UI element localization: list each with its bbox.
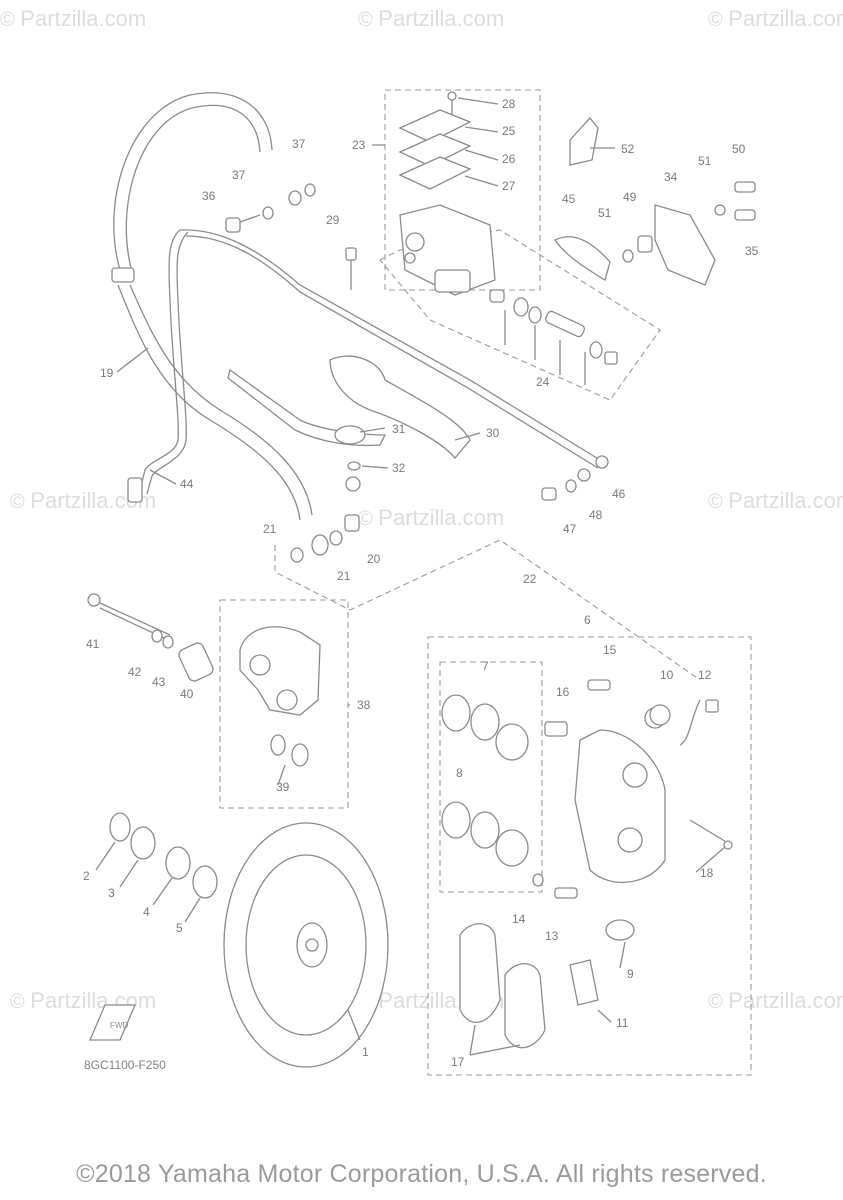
callout-label: 17	[451, 1055, 465, 1069]
callout-label: 7	[482, 659, 489, 673]
callout-label: 14	[512, 912, 526, 926]
brake-pads	[459, 923, 546, 1049]
callout-label: 1	[362, 1045, 369, 1059]
callout-label: 12	[698, 668, 712, 682]
caliper-bracket-box	[219, 599, 349, 809]
nut	[577, 468, 591, 482]
washer	[347, 461, 361, 471]
callout-label: 26	[502, 152, 516, 166]
callout-label: 51	[598, 206, 612, 220]
callout-label: 35	[745, 244, 759, 258]
callout-label: 32	[392, 461, 406, 475]
washer	[345, 476, 361, 492]
callout-label: 44	[180, 477, 194, 491]
callout-label: 2	[83, 869, 90, 883]
diagram-code: 8GC1100-F250	[84, 1058, 166, 1072]
callout-label: 4	[143, 905, 150, 919]
bracket-leader	[274, 539, 701, 681]
master-cylinder-body	[399, 204, 496, 296]
piston-kit	[489, 289, 618, 385]
watermark: © Partzilla.com	[708, 988, 843, 1013]
callout-label: 37	[232, 168, 246, 182]
callout-label: 15	[603, 643, 617, 657]
callout-label: 45	[562, 192, 576, 206]
master-cylinder-leader	[379, 229, 661, 401]
callout-leaders	[95, 97, 726, 1056]
brake-cable	[127, 229, 601, 503]
spacers	[109, 812, 218, 899]
copyright-notice: ©2018 Yamaha Motor Corporation, U.S.A. A…	[76, 1160, 767, 1188]
callout-label: 52	[621, 142, 635, 156]
callout-label: 10	[660, 668, 674, 682]
callout-label: 48	[589, 508, 603, 522]
callout-label: 22	[523, 572, 537, 586]
callouts: 1 2 3 4 5 6 7 8 9 10 11 12 13 14 15 16 1…	[83, 97, 759, 1069]
callout-label: 39	[276, 780, 290, 794]
caliper-body	[532, 679, 733, 941]
callout-label: 23	[352, 138, 366, 152]
callout-label: 5	[176, 921, 183, 935]
fwd-arrow-icon: FWD	[89, 1004, 136, 1041]
callout-label: 9	[627, 967, 634, 981]
caliper-assembly-box	[427, 636, 752, 1076]
callout-label: 19	[100, 366, 114, 380]
callout-label: 11	[616, 1016, 629, 1030]
svg-text:FWD: FWD	[110, 1021, 128, 1030]
callout-label: 21	[337, 569, 351, 583]
reservoir-cap	[398, 91, 472, 190]
callout-label: 3	[108, 886, 115, 900]
cable-end	[595, 455, 609, 469]
callout-label: 42	[128, 665, 142, 679]
watermark: © Partzilla.com	[10, 988, 157, 1013]
callout-label: 8	[456, 766, 463, 780]
callout-label: 37	[292, 137, 306, 151]
callout-label: 36	[202, 189, 216, 203]
callout-label: 18	[700, 866, 714, 880]
watermark: © Partzilla.com	[0, 6, 147, 31]
callout-label: 43	[152, 675, 166, 689]
callout-label: 24	[536, 375, 550, 389]
callout-label: 25	[502, 124, 516, 138]
callout-label: 20	[367, 552, 381, 566]
callout-label: 6	[584, 613, 591, 627]
watermark: © Partzilla.com	[708, 6, 843, 31]
callout-label: 31	[392, 422, 406, 436]
callout-label: 16	[556, 685, 570, 699]
caliper-pistons	[441, 694, 529, 867]
banjo-bolt	[225, 183, 316, 233]
callout-label: 40	[180, 687, 194, 701]
watermark: © Partzilla.com	[358, 6, 505, 31]
callout-label: 50	[732, 142, 746, 156]
callout-label: 38	[357, 698, 371, 712]
callout-label: 28	[502, 97, 516, 111]
washer	[565, 479, 577, 493]
callout-label: 46	[612, 487, 626, 501]
brake-hose	[111, 92, 313, 521]
bolt	[345, 247, 357, 290]
caliper-bolt	[87, 593, 214, 682]
brake-lever	[227, 355, 471, 460]
pad-spring	[569, 959, 599, 1006]
callout-label: 51	[698, 154, 712, 168]
callout-label: 27	[502, 179, 516, 193]
brake-disc	[223, 822, 389, 1068]
hose-fitting	[290, 514, 360, 563]
callout-label: 34	[664, 170, 678, 184]
callout-label: 49	[623, 190, 637, 204]
callout-label: 41	[86, 637, 100, 651]
caliper-bracket	[239, 626, 321, 767]
brake-pedal	[554, 116, 756, 286]
callout-label: 21	[263, 522, 277, 536]
piston-seal-box	[439, 661, 543, 893]
callout-label: 30	[486, 426, 500, 440]
watermark: © Partzilla.com	[708, 488, 843, 513]
watermark: © Partzilla.com	[358, 505, 505, 530]
callout-label: 47	[563, 522, 577, 536]
callout-label: 29	[326, 213, 340, 227]
cable-adjuster	[541, 487, 557, 501]
callout-label: 13	[545, 929, 559, 943]
